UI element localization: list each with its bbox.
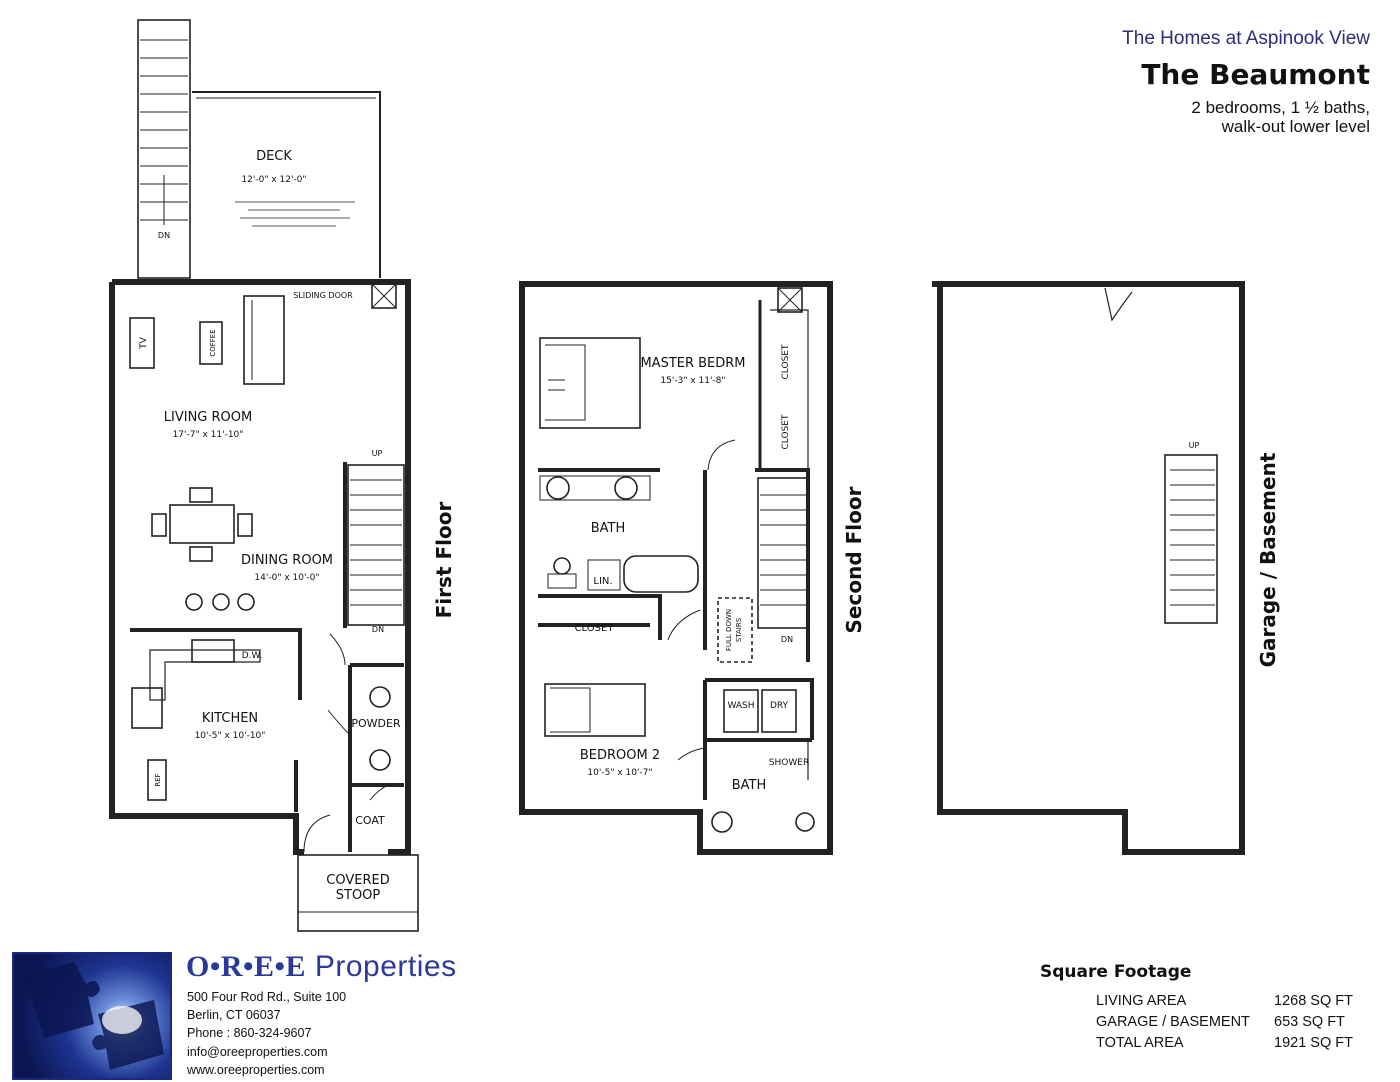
table-row: TOTAL AREA 1921 SQ FT: [1096, 1034, 1353, 1055]
covered-stoop: [297, 854, 419, 932]
area-value: 1268 SQ FT: [1274, 993, 1353, 1009]
bedroom2-label: BEDROOM 2: [580, 748, 660, 763]
dining-room-dimensions: 14'-0" x 10'-0": [254, 573, 319, 583]
dining-room-label: DINING ROOM: [241, 553, 333, 568]
address-line-1: 500 Four Rod Rd., Suite 100: [187, 990, 347, 1004]
deck-stairs-dn: DN: [158, 231, 170, 240]
company-initials: O•R•E•E: [186, 950, 307, 983]
area-label: GARAGE / BASEMENT: [1096, 1014, 1250, 1030]
bedroom2-closet-label: CLOSET: [575, 623, 615, 634]
tv-stand: [129, 317, 155, 369]
dry-label: DRY: [770, 701, 789, 711]
company-contact: 500 Four Rod Rd., Suite 100 Berlin, CT 0…: [187, 988, 346, 1079]
first-floor-stairs: [347, 464, 405, 626]
master-bed: [539, 337, 641, 429]
coffee-table: [199, 321, 223, 365]
range: [131, 687, 163, 729]
website-link[interactable]: www.oreeproperties.com: [187, 1062, 325, 1077]
phone: Phone : 860-324-9607: [187, 1026, 312, 1041]
area-label: LIVING AREA: [1096, 993, 1187, 1009]
upstairs-bath-label: BATH: [591, 521, 626, 536]
tv-label: TV: [139, 336, 149, 349]
powder-label: POWDER: [351, 717, 401, 730]
wash-label: WASH: [727, 701, 754, 711]
company-name-rest: Properties: [306, 950, 457, 983]
table-row: LIVING AREA 1268 SQ FT: [1096, 992, 1353, 1013]
second-stairs-dn: DN: [781, 635, 793, 644]
model-title: The Beaumont: [1141, 58, 1370, 91]
kitchen-dimensions: 10'-5" x 10'-10": [195, 731, 266, 741]
full-down-label: FULL DOWN: [725, 609, 733, 651]
first-stairs-up: UP: [372, 449, 383, 458]
deck-stairs: [137, 19, 191, 279]
model-description: 2 bedrooms, 1 ½ baths, walk-out lower le…: [1191, 98, 1370, 136]
description-line-1: 2 bedrooms, 1 ½ baths,: [1191, 98, 1370, 117]
coffee-label: COFFEE: [209, 329, 217, 356]
kitchen-label: KITCHEN: [202, 711, 258, 726]
living-room-dimensions: 17'-7" x 11'-10": [173, 430, 244, 440]
second-floor-outer-wall: [519, 281, 833, 855]
basement-label: Garage / Basement: [1256, 452, 1280, 668]
description-line-2: walk-out lower level: [1221, 117, 1370, 136]
area-value: 1921 SQ FT: [1274, 1035, 1353, 1051]
dining-table: [169, 504, 235, 544]
living-room-label: LIVING ROOM: [164, 410, 252, 425]
table-row: GARAGE / BASEMENT 653 SQ FT: [1096, 1013, 1353, 1034]
pull-down-stairs: [717, 597, 753, 663]
basement-outer-wall: [932, 281, 1245, 855]
first-floor-label: First Floor: [432, 501, 456, 619]
company-name: O•R•E•E Properties: [186, 950, 457, 984]
second-floor-label: Second Floor: [842, 486, 866, 634]
master-bedroom-label: MASTER BEDRM: [640, 356, 745, 371]
full-down-stairs-label: STAIRS: [735, 617, 743, 642]
linen-label: LIN.: [593, 576, 612, 587]
sofa: [243, 295, 285, 385]
bedroom2-dimensions: 10'-5" x 10'-7": [587, 768, 652, 778]
square-footage-title: Square Footage: [1040, 962, 1192, 982]
second-floor-stairs: [757, 477, 809, 629]
company-logo-image: [12, 952, 172, 1080]
community-name: The Homes at Aspinook View: [1122, 28, 1370, 49]
area-value: 653 SQ FT: [1274, 1014, 1345, 1030]
email-link[interactable]: info@oreeproperties.com: [187, 1044, 328, 1059]
deck-dimensions: 12'-0" x 12'-0": [241, 175, 306, 185]
lower-bath-label: BATH: [732, 778, 767, 793]
square-footage-table: LIVING AREA 1268 SQ FT GARAGE / BASEMENT…: [1096, 992, 1353, 1055]
puzzle-pieces-icon: [24, 962, 164, 1070]
washer: [723, 689, 759, 733]
stoop-label-2: STOOP: [336, 888, 381, 903]
second-floor-plan: [519, 281, 833, 855]
coat-label: COAT: [355, 814, 385, 827]
stoop-label: COVERED: [326, 873, 389, 888]
basement-plan: [932, 281, 1245, 855]
master-closet-2: CLOSET: [781, 414, 791, 449]
ref-label: REF: [154, 773, 162, 786]
sliding-door-label: SLIDING DOOR: [293, 291, 353, 300]
first-stairs-dn: DN: [372, 625, 384, 634]
deck-outline: [192, 91, 381, 278]
address-line-2: Berlin, CT 06037: [187, 1008, 281, 1023]
shower-label: SHOWER: [769, 758, 809, 768]
master-bedroom-dimensions: 15'-3" x 11'-8": [660, 376, 725, 386]
basement-stairs: [1164, 454, 1218, 624]
first-floor-plan: [109, 19, 419, 932]
area-label: TOTAL AREA: [1096, 1035, 1184, 1051]
dryer: [761, 689, 797, 733]
dishwasher-label: D.W.: [242, 651, 263, 661]
deck-label: DECK: [256, 149, 292, 164]
basement-stairs-up: UP: [1189, 441, 1200, 450]
first-floor-outer-wall: [112, 279, 411, 855]
refrigerator: [147, 759, 167, 801]
bathtub: [623, 555, 699, 593]
master-closet-1: CLOSET: [781, 344, 791, 379]
bedroom2-bed: [544, 683, 646, 737]
